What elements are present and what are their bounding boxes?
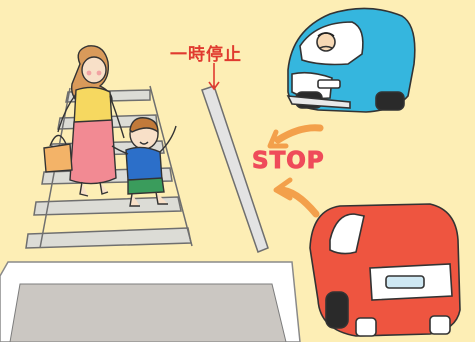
stop-line-label: 一時停止 — [170, 45, 242, 65]
curved-arrow-icon — [267, 124, 324, 218]
sidewalk — [0, 261, 301, 342]
stop-sign-text: STOP — [252, 148, 325, 175]
stop-line — [201, 85, 269, 253]
red-car — [309, 203, 461, 337]
down-arrow-icon — [208, 63, 220, 91]
child — [111, 117, 177, 207]
blue-car — [286, 7, 416, 113]
mother — [43, 45, 125, 197]
